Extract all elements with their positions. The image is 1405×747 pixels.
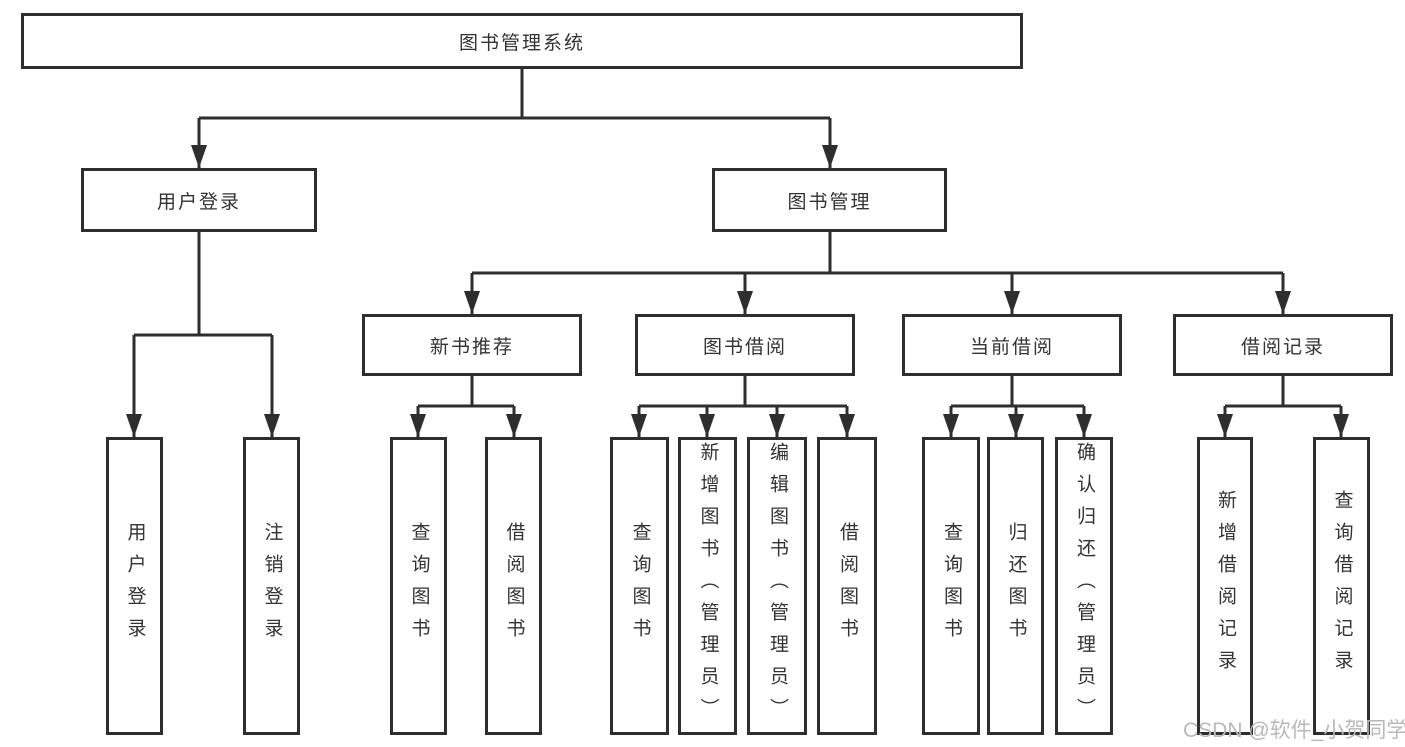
leaf-borrow-books-recommend-label: 借阅图书 — [503, 522, 525, 650]
leaf-return-book-label: 归还图书 — [1005, 522, 1027, 650]
leaf-query-books-recommend-label: 查询图书 — [408, 522, 430, 650]
arrowheads — [126, 145, 1349, 437]
leaf-edit-book-admin-label: 编辑图书（管理员） — [766, 442, 788, 730]
leaf-add-borrow-record: 新增借阅记录 — [1197, 437, 1253, 735]
leaf-query-borrow-record-label: 查询借阅记录 — [1331, 490, 1353, 682]
node-user-login: 用户登录 — [81, 168, 317, 232]
node-book-borrow-label: 图书借阅 — [702, 336, 787, 358]
node-root-label: 图书管理系统 — [458, 32, 585, 54]
leaf-query-books-current: 查询图书 — [922, 437, 980, 735]
leaf-query-books-current-label: 查询图书 — [940, 522, 962, 650]
leaf-query-books-recommend: 查询图书 — [390, 437, 447, 735]
leaf-borrow-books-recommend: 借阅图书 — [485, 437, 542, 735]
node-user-login-label: 用户登录 — [156, 191, 241, 213]
leaf-logout: 注销登录 — [243, 437, 300, 735]
leaf-edit-book-admin: 编辑图书（管理员） — [747, 437, 807, 735]
node-borrow-records-label: 借阅记录 — [1240, 336, 1325, 358]
node-borrow-records: 借阅记录 — [1173, 314, 1393, 376]
leaf-query-books-borrow-label: 查询图书 — [629, 522, 651, 650]
node-book-borrow: 图书借阅 — [635, 314, 855, 376]
leaf-confirm-return-admin-label: 确认归还（管理员） — [1073, 442, 1095, 730]
leaf-confirm-return-admin: 确认归还（管理员） — [1055, 437, 1113, 735]
leaf-add-borrow-record-label: 新增借阅记录 — [1214, 490, 1236, 682]
node-root: 图书管理系统 — [21, 13, 1023, 69]
leaf-user-login-label: 用户登录 — [124, 522, 146, 650]
watermark: CSDN @软件_小贺同学 — [1183, 719, 1405, 742]
node-new-book-recommend: 新书推荐 — [362, 314, 582, 376]
node-book-management-label: 图书管理 — [787, 191, 872, 213]
leaf-return-book: 归还图书 — [987, 437, 1044, 735]
leaf-borrow-books-label: 借阅图书 — [836, 522, 858, 650]
leaf-logout-label: 注销登录 — [261, 522, 283, 650]
leaf-add-book-admin-label: 新增图书（管理员） — [697, 442, 719, 730]
leaf-query-books-borrow: 查询图书 — [610, 437, 669, 735]
leaf-add-book-admin: 新增图书（管理员） — [678, 437, 737, 735]
leaf-user-login: 用户登录 — [106, 437, 163, 735]
node-current-borrow: 当前借阅 — [902, 314, 1122, 376]
node-current-borrow-label: 当前借阅 — [969, 336, 1054, 358]
leaf-borrow-books: 借阅图书 — [817, 437, 877, 735]
leaf-query-borrow-record: 查询借阅记录 — [1313, 437, 1370, 735]
node-new-book-recommend-label: 新书推荐 — [429, 336, 514, 358]
node-book-management: 图书管理 — [712, 168, 947, 232]
